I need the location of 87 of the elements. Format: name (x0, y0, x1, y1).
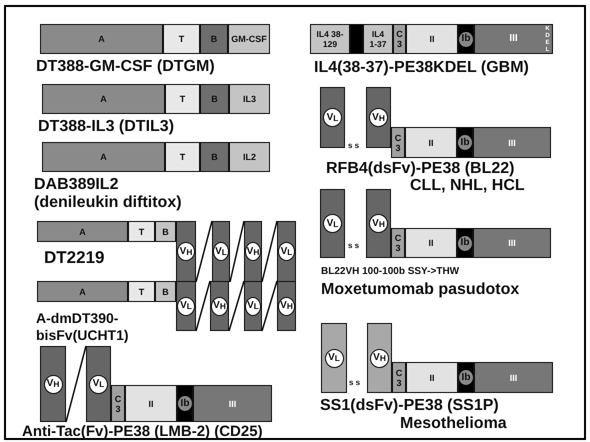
domain-segment: B (200, 24, 228, 54)
domain-label: III (509, 34, 518, 44)
domain-segment: II (125, 385, 177, 422)
domain-circle-label: Ib (458, 236, 472, 250)
domain-bar (366, 189, 391, 258)
domain-bar (457, 127, 473, 158)
linker-line (261, 280, 278, 332)
domain-circle-label: Ib (178, 396, 192, 411)
linker-line (65, 346, 87, 422)
domain-segment: II (405, 127, 457, 158)
domain-bar (458, 24, 474, 54)
domain-segment: IL4 38-129 (310, 24, 350, 54)
disulfide-label: s s (348, 141, 360, 150)
linker-line (261, 220, 278, 282)
domain-segment: T (128, 281, 155, 302)
domain-segment: C 3 (391, 127, 405, 158)
domain-segment: C 3 (393, 24, 406, 54)
domain-bar (244, 281, 262, 331)
domain-bar (367, 323, 392, 393)
domain-segment: T (128, 221, 155, 242)
domain-segment: T (165, 142, 200, 172)
linker-line (229, 220, 245, 282)
construct-name: DAB389IL2 (34, 176, 118, 194)
linker-line (195, 280, 211, 332)
domain-segment: A (37, 221, 128, 242)
domain-segment: III (474, 362, 553, 393)
construct-name: DT388-GM-CSF (DTGM) (36, 58, 215, 76)
domain-segment: A (37, 281, 128, 302)
domain-segment: IL4 1-37 (363, 24, 393, 54)
domain-segment: II (405, 228, 457, 258)
domain-bar (210, 281, 229, 331)
construct-name: DT2219 (44, 248, 104, 268)
domain-segment: II (406, 362, 458, 393)
domain-bar (458, 362, 474, 393)
domain-segment: B (155, 281, 176, 302)
domain-segment: B (200, 142, 229, 172)
domain-bar (86, 346, 111, 422)
domain-bar (277, 281, 296, 331)
construct-name: IL4(38-37)-PE38KDEL (GBM) (314, 59, 529, 77)
domain-segment: B (200, 84, 229, 114)
construct-name: DT388-IL3 (DTIL3) (38, 118, 174, 136)
linker-segment (350, 24, 363, 54)
linker-line (195, 220, 213, 282)
domain-segment: II (406, 24, 458, 54)
domain-bar (244, 221, 262, 282)
domain-segment: IL2 (229, 142, 270, 172)
construct-name: A-dmDT390-bisFv(UCHT1) (36, 310, 126, 344)
domain-bar (277, 221, 296, 282)
domain-bar (474, 24, 553, 54)
domain-circle-label: Ib (459, 32, 473, 46)
domain-segment: B (155, 221, 176, 242)
domain-bar (176, 221, 196, 282)
domain-segment: T (163, 24, 200, 54)
construct-name: RFB4(dsFv)-PE38 (BL22) (326, 160, 514, 178)
linker-line (228, 280, 245, 332)
domain-bar (40, 346, 66, 422)
indication-label: CLL, NHL, HCL (410, 177, 525, 195)
domain-segment: GM-CSF (228, 24, 270, 54)
indication-label: Mesothelioma (400, 415, 507, 433)
construct-name: (denileukin diftitox) (34, 194, 182, 212)
domain-segment: C 3 (111, 385, 125, 422)
domain-segment: IL3 (229, 84, 270, 114)
domain-segment: C 3 (391, 228, 405, 258)
construct-name: Anti-Tac(Fv)-PE38 (LMB-2) (CD25) (22, 423, 263, 440)
domain-segment: III (193, 385, 272, 422)
domain-bar (320, 189, 345, 258)
disulfide-label: s s (349, 378, 360, 387)
domain-bar (176, 281, 196, 331)
domain-segment: C 3 (392, 362, 406, 393)
domain-segment: T (165, 84, 200, 114)
domain-segment: A (42, 84, 165, 114)
domain-segment: A (42, 142, 165, 172)
domain-segment: III (473, 228, 551, 258)
disulfide-label: s s (348, 241, 360, 250)
domain-bar (320, 87, 345, 148)
domain-segment: A (40, 24, 163, 54)
domain-bar (177, 385, 193, 422)
domain-bar (457, 228, 473, 258)
construct-name: SS1(dsFv)-PE38 (SS1P) (320, 397, 499, 415)
domain-bar (366, 87, 391, 148)
construct-name: Moxetumomab pasudotox (321, 281, 520, 299)
domain-bar (212, 221, 230, 282)
domain-segment: III (473, 127, 551, 158)
mutation-note: BL22VH 100-100b SSY->THW (321, 266, 460, 277)
domain-circle-label: Ib (459, 370, 473, 385)
domain-circle-label: Ib (458, 135, 472, 150)
domain-bar (321, 323, 347, 393)
